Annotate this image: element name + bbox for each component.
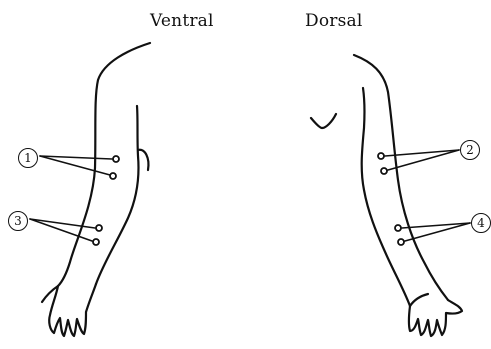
dorsal-hand [409,300,462,336]
ventral-point-3b [93,239,99,245]
dorsal-point-2a [378,153,384,159]
dorsal-arm [311,55,470,336]
dorsal-point-4b [398,239,404,245]
marker-2: 2 [460,140,480,160]
dorsal-point-4a [395,225,401,231]
ventral-view-label: Ventral [150,11,214,31]
dorsal-arm-outer-contour [354,55,448,300]
marker-4: 4 [471,213,491,233]
ventral-arm [30,43,150,336]
marker-3: 3 [8,211,28,231]
dorsal-point-2b [381,168,387,174]
dorsal-chest-mark [311,114,336,128]
ventral-arm-inner-contour [96,106,139,284]
marker-1: 1 [18,148,38,168]
dorsal-view-label: Dorsal [305,11,363,31]
ventral-point-1b [110,173,116,179]
ventral-hand [42,284,96,336]
dorsal-wrist-line [410,294,428,306]
ventral-point-3a [96,225,102,231]
ventral-point-1a [113,156,119,162]
dorsal-arm-inner-contour [362,88,410,306]
